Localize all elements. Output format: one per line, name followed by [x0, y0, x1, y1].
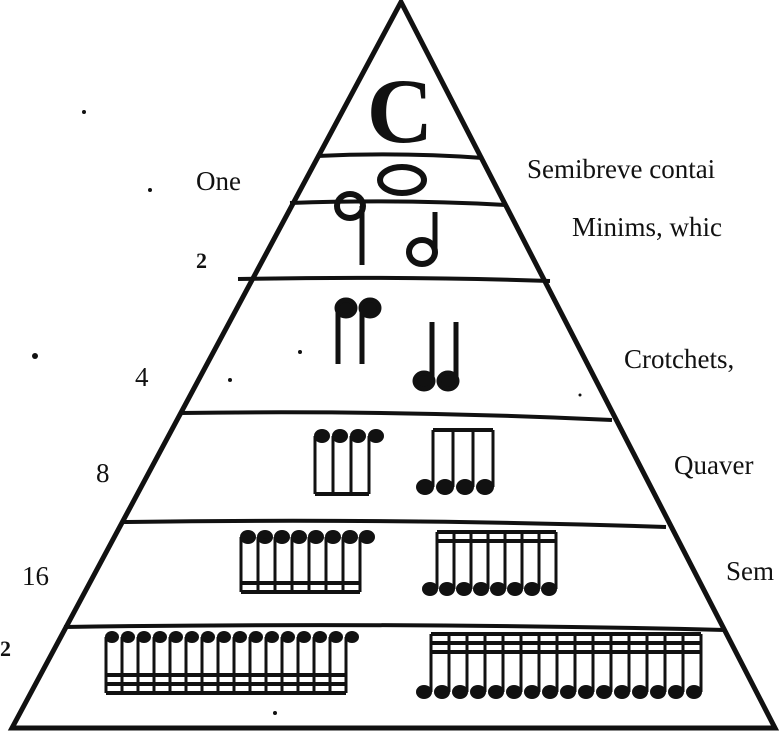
note-head: [614, 685, 630, 699]
crotchet-notes: [334, 297, 460, 392]
note-head: [342, 530, 358, 544]
note-head: [439, 582, 455, 596]
tier-dividers: [63, 152, 726, 632]
note-head: [265, 631, 279, 643]
note-head: [507, 582, 523, 596]
note-head: [668, 685, 684, 699]
note-head: [452, 685, 468, 699]
note-head: [596, 685, 612, 699]
semibreve-note: [377, 164, 427, 196]
label-crotchets: Crotchets,: [624, 344, 734, 374]
note-head: [274, 530, 290, 544]
note-head: [297, 631, 311, 643]
quaver-group-stems-down: [313, 429, 384, 496]
note-head: [350, 429, 366, 443]
note-head: [686, 685, 702, 699]
print-specks: [32, 110, 582, 715]
divider-1: [316, 152, 484, 160]
crotchet-pair-stems-up: [412, 322, 460, 392]
divider-2: [289, 199, 507, 207]
note-head: [368, 429, 384, 443]
row-number-one: One: [196, 166, 241, 196]
note-head: [470, 685, 486, 699]
note-head: [578, 685, 594, 699]
semiquaver-group-stems-down: [239, 530, 375, 594]
note-head: [217, 631, 231, 643]
note-head: [257, 530, 273, 544]
note-head: [314, 429, 330, 443]
label-quavers: Quaver: [674, 450, 753, 480]
note-head: [325, 530, 341, 544]
label-semiquavers: Sem: [726, 556, 774, 586]
note-head: [650, 685, 666, 699]
note-head: [422, 582, 438, 596]
note-head: [524, 582, 540, 596]
note-head: [137, 631, 151, 643]
note-head: [456, 479, 474, 495]
note-head: [476, 479, 494, 495]
time-signature-symbol: C: [367, 60, 433, 162]
note-head: [506, 685, 522, 699]
note-head: [541, 582, 557, 596]
row-number-two: 2: [196, 248, 207, 273]
divider-3: [237, 275, 551, 283]
note-head: [185, 631, 199, 643]
demisemiquaver-group-stems-down: [104, 631, 359, 695]
note-head: [153, 631, 167, 643]
minim-note: [406, 212, 438, 267]
quaver-group-stems-up: [416, 428, 495, 495]
note-head: [524, 685, 540, 699]
note-head: [632, 685, 648, 699]
note-head: [416, 685, 432, 699]
note-head: [240, 530, 256, 544]
row-number-four: 4: [135, 362, 149, 392]
note-head: [121, 631, 135, 643]
note-head: [434, 685, 450, 699]
note-head: [291, 530, 307, 544]
note-head: [233, 631, 247, 643]
note-head: [345, 631, 359, 643]
note-head: [456, 582, 472, 596]
note-head: [416, 479, 434, 495]
note-head: [329, 631, 343, 643]
minim-notes: [334, 191, 438, 267]
divider-5: [123, 518, 667, 529]
row-number-thirty-two: 2: [0, 636, 11, 661]
label-semibreve: Semibreve contai: [527, 154, 715, 184]
minim-rest-style-note: [334, 191, 366, 265]
note-head: [436, 479, 454, 495]
note-head: [313, 631, 327, 643]
note-head: [542, 685, 558, 699]
note-head: [169, 631, 183, 643]
note-head: [490, 582, 506, 596]
semiquaver-group-stems-up: [422, 530, 558, 596]
note-head: [281, 631, 295, 643]
note-head: [560, 685, 576, 699]
row-number-sixteen: 16: [22, 561, 49, 591]
note-head: [359, 530, 375, 544]
note-head: [488, 685, 504, 699]
note-head: [308, 530, 324, 544]
crotchet-pair-stems-down: [334, 297, 382, 364]
demisemiquaver-group-stems-up: [416, 632, 703, 699]
note-head: [249, 631, 263, 643]
label-minims: Minims, whic: [572, 212, 722, 242]
row-number-eight: 8: [96, 458, 110, 488]
pyramid-outline: [7, 0, 780, 731]
note-head: [473, 582, 489, 596]
note-head: [332, 429, 348, 443]
divider-4: [179, 410, 613, 422]
note-head: [105, 631, 119, 643]
divider-6: [63, 623, 726, 632]
note-head: [201, 631, 215, 643]
